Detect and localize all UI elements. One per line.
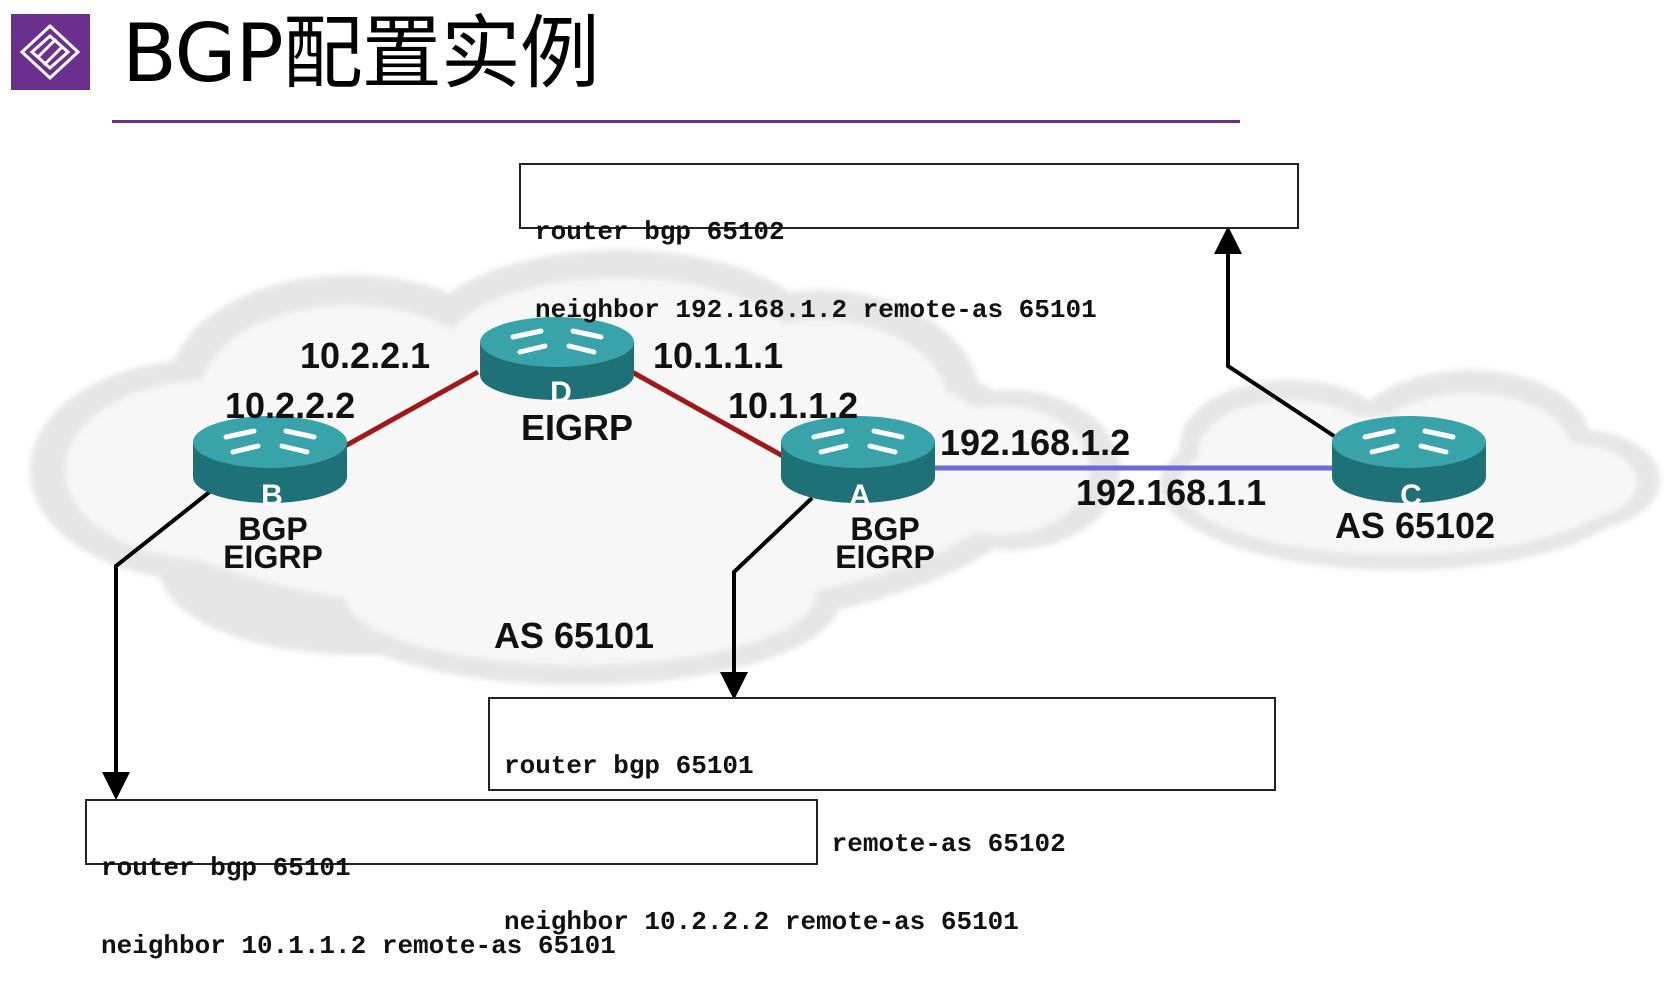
config-line: neighbor 10.2.2.2 remote-as 65101 (504, 907, 1019, 937)
router-b-protocol-2: EIGRP (223, 539, 323, 575)
link-d-a (630, 369, 792, 463)
arrow-a-config (720, 496, 814, 700)
ip-label-192-168-1-1: 192.168.1.1 (1076, 472, 1266, 513)
router-a-config: router bgp 65101 neighbor 192.168.1.1 re… (488, 697, 1276, 935)
ip-label-192-168-1-2: 192.168.1.2 (940, 422, 1130, 463)
router-c-icon (1332, 416, 1486, 503)
ip-label-10-2-2-1: 10.2.2.1 (300, 335, 430, 376)
ip-label-10-1-1-2: 10.1.1.2 (728, 385, 858, 426)
router-c-letter: C (1400, 479, 1422, 512)
router-b-icon (193, 416, 347, 503)
config-line: neighbor 192.168.1.2 remote-as 65101 (535, 295, 1097, 325)
router-a-protocol-1: BGP (850, 511, 919, 547)
config-line: router bgp 65102 (535, 217, 785, 247)
router-a-icon (781, 416, 935, 503)
router-d-protocol: EIGRP (521, 407, 633, 448)
network-diagram: D B A C 1 (30, 226, 1660, 800)
config-line: router bgp 65101 (101, 853, 351, 883)
router-b-protocol-1: BGP (238, 511, 307, 547)
arrow-c-config (1214, 226, 1342, 442)
logo-icon (11, 14, 90, 90)
config-line: router bgp 65101 (504, 751, 754, 781)
as-65102-label: AS 65102 (1335, 505, 1495, 546)
router-d-letter: D (550, 376, 572, 409)
router-a-letter: A (849, 479, 871, 512)
arrow-b-config (102, 488, 214, 800)
router-c-config: router bgp 65102 neighbor 192.168.1.2 re… (519, 163, 1299, 323)
page-title: BGP配置实例 (122, 7, 600, 100)
ip-label-10-2-2-2: 10.2.2.2 (225, 385, 355, 426)
router-d-icon (480, 317, 634, 400)
router-b-config: router bgp 65101 neighbor 10.1.1.2 remot… (85, 799, 818, 959)
title-divider (112, 120, 1240, 123)
router-a-protocol-2: EIGRP (835, 539, 935, 575)
config-line: neighbor 10.1.1.2 remote-as 65101 (101, 931, 616, 961)
ip-label-10-1-1-1: 10.1.1.1 (653, 335, 783, 376)
router-b-letter: B (261, 479, 283, 512)
as-65101-label: AS 65101 (494, 615, 654, 656)
